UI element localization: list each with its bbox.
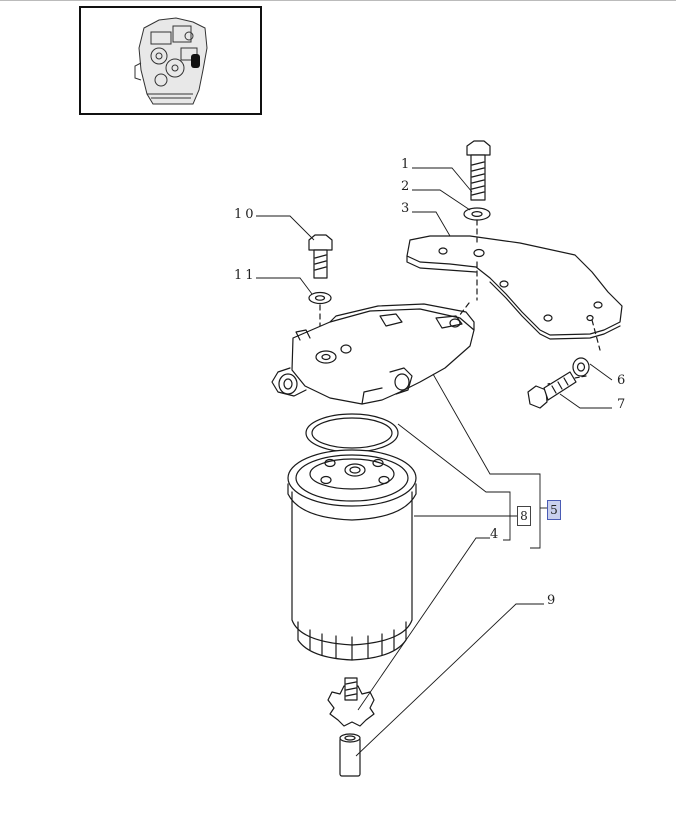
part-6-washer xyxy=(572,357,590,377)
callout-9: 9 xyxy=(547,593,559,608)
engine-thumbnail xyxy=(79,6,262,115)
leader-7 xyxy=(559,393,612,409)
filter-cartridge xyxy=(287,449,417,661)
leader-9 xyxy=(355,603,544,757)
part-3-bracket xyxy=(406,235,623,340)
part-9-tube xyxy=(339,733,361,777)
callout-2: 2 xyxy=(401,179,413,194)
leader-1 xyxy=(412,167,473,193)
axis-lines xyxy=(455,219,601,351)
callout-4: 4 xyxy=(490,527,502,542)
part-7-bolt xyxy=(527,371,577,409)
part-1-bolt xyxy=(466,140,491,201)
leader-2 xyxy=(412,189,471,211)
callout-11: 11 xyxy=(234,268,257,283)
leader-lines xyxy=(256,167,613,757)
highlight-marker xyxy=(191,54,200,68)
part-10-bolt xyxy=(308,234,333,279)
leader-6 xyxy=(589,363,613,381)
box-label-8: 8 xyxy=(517,506,531,526)
leader-8-top xyxy=(397,423,511,541)
callout-7: 7 xyxy=(617,397,629,412)
leader-10 xyxy=(256,215,315,241)
leader-5-top xyxy=(432,373,541,549)
part-11-washer xyxy=(308,291,332,305)
callout-6: 6 xyxy=(617,373,629,388)
leader-4 xyxy=(357,537,490,711)
callout-1: 1 xyxy=(401,157,413,172)
leader-3 xyxy=(412,211,451,237)
engine-thumbnail-icon xyxy=(134,17,208,105)
part-2-washer xyxy=(463,207,491,221)
box-label-5[interactable]: 5 xyxy=(547,500,561,520)
callout-10: 10 xyxy=(234,207,257,222)
part-4-drain-plug xyxy=(327,677,375,727)
part-8-seal-ring xyxy=(305,413,399,453)
leader-11 xyxy=(256,277,313,295)
filter-head xyxy=(271,303,475,405)
callout-3: 3 xyxy=(401,201,413,216)
